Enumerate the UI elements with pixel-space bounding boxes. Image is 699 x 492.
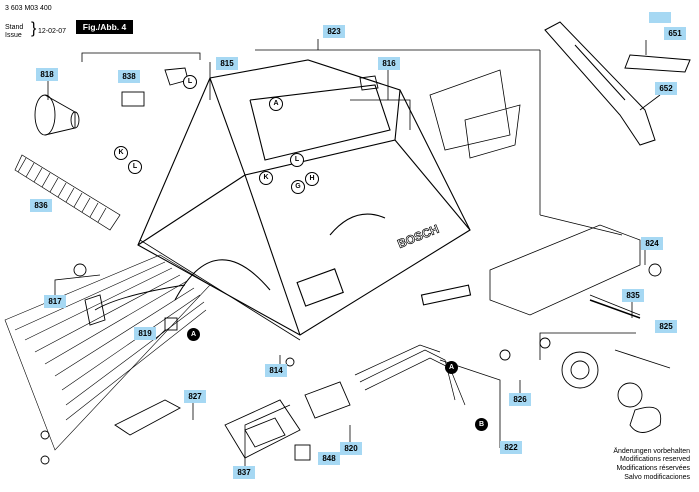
note-de: Änderungen vorbehalten — [613, 448, 690, 455]
rip-fence — [489, 224, 641, 316]
part-814-badge[interactable]: 814 — [265, 364, 287, 377]
note-es: Salvo modificaciones — [624, 474, 690, 481]
callout-l: L — [183, 75, 197, 89]
part-819-badge[interactable]: 819 — [134, 327, 156, 340]
leader-816-bar — [350, 99, 411, 130]
label-838 — [121, 91, 145, 107]
figure-label: Fig./Abb. 4 — [76, 20, 133, 34]
note-fr: Modifications réservées — [616, 465, 690, 472]
riving-knife-guard — [544, 21, 691, 146]
leader-837 — [244, 404, 291, 470]
cable-harness — [354, 344, 466, 406]
housing-front-corner — [244, 174, 301, 336]
stand-label: Stand — [5, 24, 24, 31]
part-825-badge[interactable]: 825 — [655, 320, 677, 333]
part-848-badge[interactable]: 848 — [318, 452, 340, 465]
part-820-badge[interactable]: 820 — [340, 442, 362, 455]
housing-window — [296, 268, 344, 307]
housing-top-edge — [209, 77, 401, 176]
part-652-badge[interactable]: 652 — [655, 82, 677, 95]
table-insert-grid — [4, 254, 211, 451]
small-hardware — [40, 67, 662, 465]
callout-b: B — [475, 418, 488, 431]
callout-a: A — [445, 361, 458, 374]
housing-strip — [420, 284, 472, 306]
part-815-badge[interactable]: 815 — [216, 57, 238, 70]
part-817-badge[interactable]: 817 — [44, 295, 66, 308]
issue-date: 12-02-07 — [38, 28, 67, 35]
part-651-badge[interactable]: 651 — [664, 27, 686, 40]
power-cord — [73, 263, 186, 326]
part-838-badge[interactable]: 838 — [118, 70, 140, 83]
brace: } — [31, 20, 37, 37]
callout-a: A — [187, 328, 200, 341]
base-edge — [139, 239, 301, 341]
electronics-module — [304, 381, 351, 419]
housing-outline — [137, 59, 471, 336]
leader-817 — [54, 274, 101, 295]
callout-l: L — [290, 153, 304, 167]
part-824-badge[interactable]: 824 — [641, 237, 663, 250]
part-816-badge[interactable]: 816 — [378, 57, 400, 70]
leader-815 — [81, 52, 201, 62]
callout-k: K — [259, 171, 273, 185]
leader-822 — [439, 359, 501, 448]
housing-left-corner — [137, 174, 246, 246]
doc-number: 3 603 M03 400 — [5, 5, 52, 12]
housing-inner-well — [249, 84, 391, 161]
note-en: Modifications reserved — [619, 456, 690, 463]
part-837-badge[interactable]: 837 — [233, 466, 255, 479]
callout-k: K — [114, 146, 128, 160]
issue-label: Issue — [5, 32, 22, 39]
part-818-badge[interactable]: 818 — [36, 68, 58, 81]
brand-mark: BOSCH — [395, 222, 440, 251]
dust-hose — [14, 154, 121, 231]
part-823-badge[interactable]: 823 — [323, 25, 345, 38]
highlight-marker — [649, 12, 671, 23]
callout-l: L — [128, 160, 142, 174]
leader-823-to-table — [539, 214, 623, 236]
blade-plate — [429, 69, 521, 159]
housing-right-corner — [394, 139, 471, 231]
bevel-knob-assembly — [561, 349, 671, 433]
switch-box — [224, 399, 311, 461]
leader-825 — [539, 332, 636, 360]
housing-arch — [174, 259, 271, 301]
callout-g: G — [291, 180, 305, 194]
part-826-badge[interactable]: 826 — [509, 393, 531, 406]
part-835-badge[interactable]: 835 — [622, 289, 644, 302]
part-836-badge[interactable]: 836 — [30, 199, 52, 212]
leader-652 — [639, 94, 661, 111]
callout-h: H — [305, 172, 319, 186]
part-822-badge[interactable]: 822 — [500, 441, 522, 454]
housing-slot — [329, 213, 386, 236]
part-827-badge[interactable]: 827 — [184, 390, 206, 403]
dust-adapter — [34, 94, 80, 136]
callout-a: A — [269, 97, 283, 111]
